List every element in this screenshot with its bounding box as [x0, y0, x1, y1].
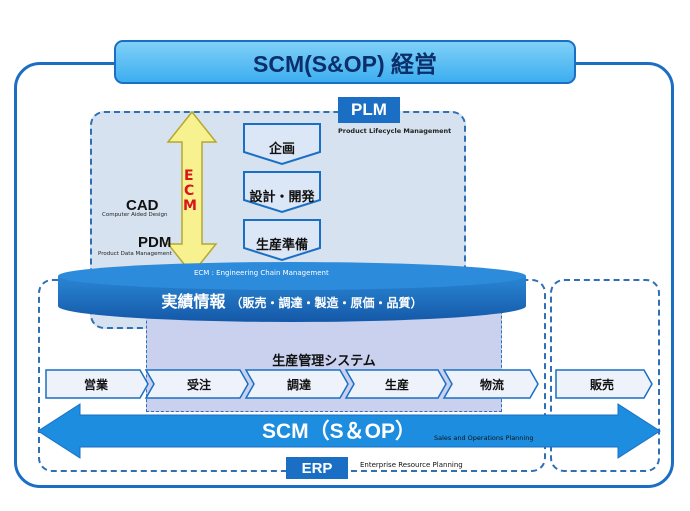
- process-step-1: 営業: [83, 378, 108, 392]
- page-title: SCM(S&OP) 経営: [253, 51, 437, 77]
- plm-step-shape: [243, 171, 321, 214]
- ecm-full-name: ECM : Engineering Chain Management: [194, 269, 329, 277]
- ecm-letter-c: C: [184, 183, 195, 199]
- plm-label: PLM: [338, 97, 400, 123]
- process-step-2: 受注: [186, 378, 211, 392]
- process-step-shape: [442, 369, 539, 399]
- plm-full-name: Product Lifecycle Management: [338, 127, 452, 135]
- process-step-shape: [45, 369, 149, 399]
- scm-label: SCM（S＆OP）: [262, 420, 417, 443]
- plm-step-1: 企画: [268, 142, 295, 157]
- scm-full-name: Sales and Operations Planning: [434, 434, 534, 442]
- cad-full: Computer Aided Design: [102, 212, 168, 218]
- plm-steps: [243, 123, 321, 262]
- process-step-shape: [244, 369, 349, 399]
- process-step-shape: [344, 369, 447, 399]
- ecm-letter-m: M: [183, 198, 197, 214]
- process-step-3: 調達: [286, 378, 311, 392]
- process-step-4: 生産: [384, 378, 409, 392]
- title-banner: SCM(S&OP) 経営: [114, 40, 576, 84]
- sales-region: [550, 279, 660, 472]
- cad-label: CAD: [126, 197, 159, 214]
- results-disk: [58, 262, 526, 322]
- results-label: 実績情報 （販売・調達・製造・原価・品質）: [161, 292, 423, 311]
- plm-step-2: 設計・開発: [249, 190, 315, 205]
- process-step-shape: [144, 369, 249, 399]
- pdm-label: PDM: [138, 234, 172, 251]
- process-step-5: 物流: [479, 378, 504, 392]
- scm-arrow: [37, 403, 661, 459]
- plm-step-shape: [243, 219, 321, 262]
- production-system-label: 生産管理システム: [272, 354, 376, 369]
- ecm-letter-e: E: [184, 168, 194, 184]
- process-step-shape: [555, 369, 653, 399]
- plm-step-3: 生産準備: [255, 238, 308, 253]
- erp-label: ERP: [286, 457, 348, 479]
- erp-full-name: Enterprise Resource Planning: [360, 461, 463, 469]
- pdm-full: Product Data Management: [98, 251, 172, 257]
- plm-step-shape: [243, 123, 321, 166]
- process-step-6: 販売: [589, 378, 614, 392]
- process-chevrons: [45, 369, 653, 399]
